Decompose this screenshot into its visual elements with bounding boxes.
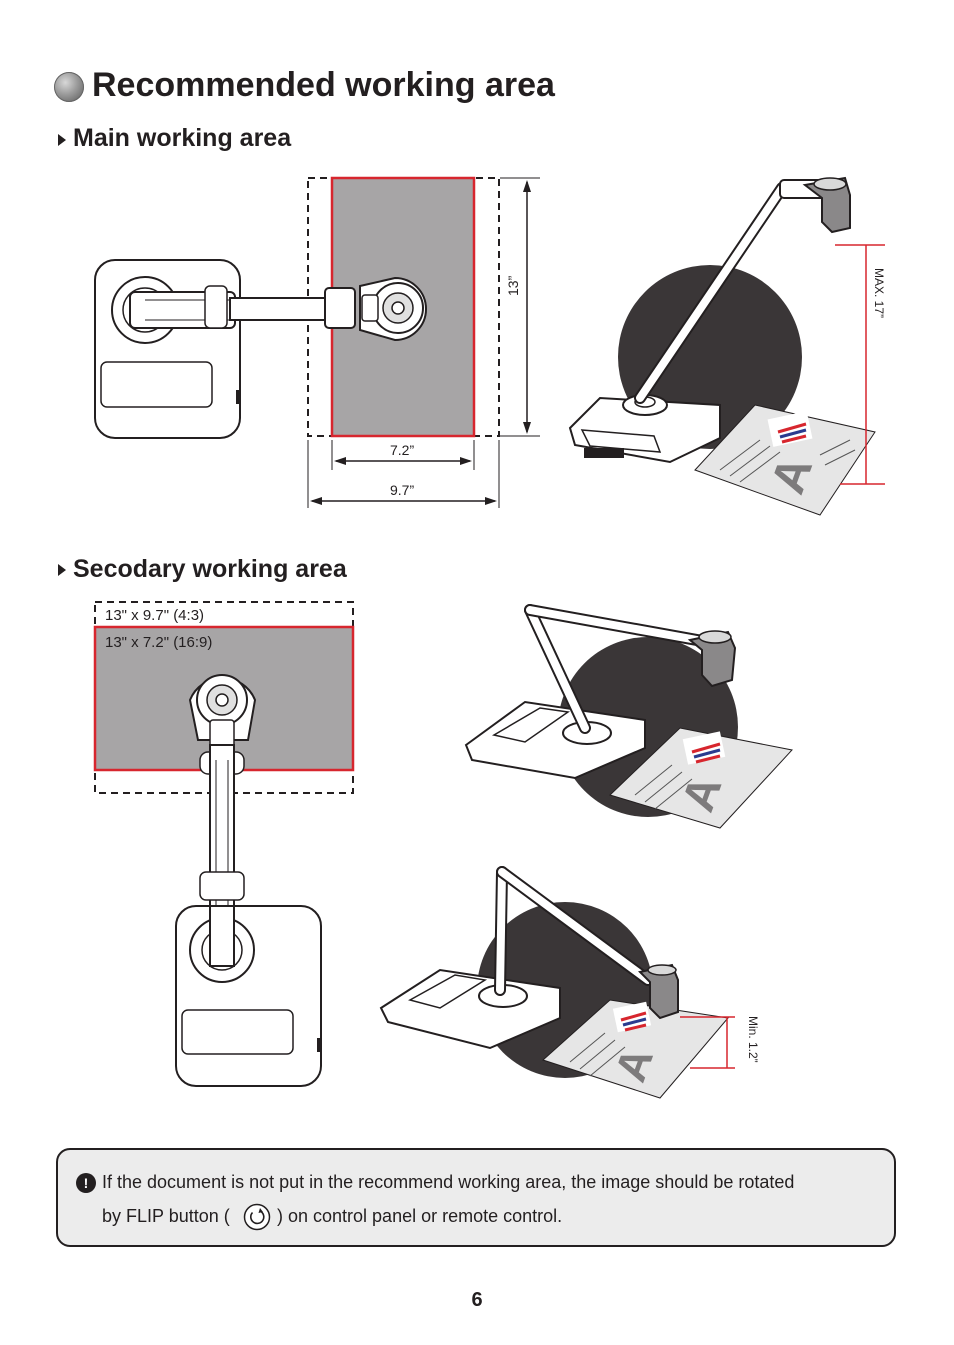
main-area-heading: Main working area [73, 124, 292, 152]
dim-max-height-label: MAX. 17” [872, 268, 886, 319]
secondary-outer-label: 13" x 9.7" (4:3) [105, 607, 205, 624]
dim-outer-width-label: 9.7” [390, 482, 415, 498]
warning-icon: ! [76, 1173, 96, 1193]
title-bullet-icon [54, 72, 84, 102]
page-title: Recommended working area [92, 66, 555, 104]
flip-icon [243, 1203, 271, 1231]
dim-height-label: 13” [505, 275, 521, 296]
note-line-2-before: by FLIP button ( [102, 1206, 230, 1226]
note-line-2-after: ) on control panel or remote control. [277, 1206, 563, 1226]
note-line-1: If the document is not put in the recomm… [102, 1172, 795, 1192]
section-marker-icon [58, 564, 66, 576]
secondary-inner-label: 13" x 7.2" (16:9) [105, 634, 213, 651]
page-number: 6 [471, 1289, 483, 1311]
document-sheet-1: A [694, 404, 876, 516]
dim-inner-width-label: 7.2” [390, 442, 415, 458]
section-marker-icon [58, 134, 66, 146]
secondary-area-heading: Secodary working area [73, 555, 347, 583]
note-box [56, 1148, 896, 1247]
dim-min-height-label: Min. 1.2” [746, 1016, 760, 1063]
